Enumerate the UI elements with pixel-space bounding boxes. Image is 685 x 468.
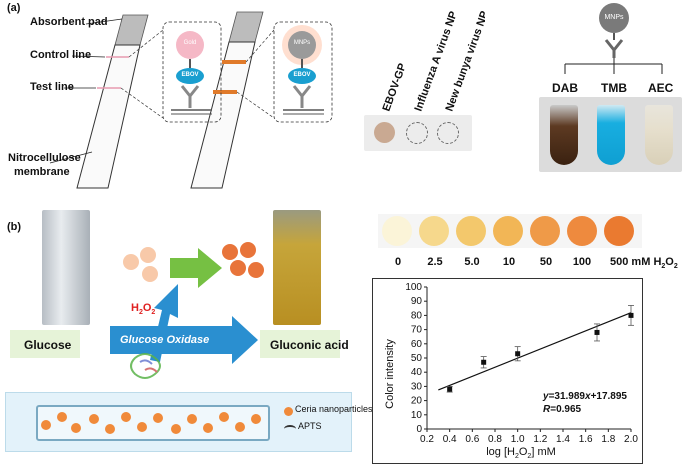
product-label: Gluconic acid (270, 338, 349, 352)
chart-r-value: R=0.965 (543, 404, 582, 415)
chart-ytick-label: 30 (411, 381, 423, 392)
swatch-3 (493, 216, 523, 246)
dot-blot-photo (364, 115, 472, 151)
chart-xtick-label: 1.8 (601, 434, 615, 445)
chart-ytick-label: 20 (411, 396, 423, 407)
substrate-tree (564, 3, 663, 74)
chart-xlabel: log [H2O2] mM (486, 446, 556, 460)
dot-positive (374, 122, 395, 143)
gold-label: Gold (183, 40, 197, 46)
swatch-1 (419, 216, 449, 246)
chart-point (594, 329, 600, 335)
substrate-aec: AEC (648, 81, 674, 95)
chart-xtick-label: 2.0 (624, 434, 638, 445)
conc-1: 2.5 (427, 256, 443, 268)
film-particles (41, 412, 261, 434)
mnps-label-zoom: MNPs (293, 40, 311, 46)
ebov-label-left: EBOV (181, 72, 199, 78)
lateral-flow-strip-1 (76, 14, 149, 189)
chart-xtick-label: 0.2 (420, 434, 434, 445)
chart-ytick-label: 80 (411, 310, 423, 321)
tube-tmb (597, 105, 625, 165)
chart-ytick-label: 50 (411, 353, 423, 364)
mnps-label-tree: MNPs (604, 14, 624, 21)
chart-ytick-label: 90 (411, 296, 423, 307)
substrate-dab: DAB (552, 81, 578, 95)
cuvette-glucose (42, 210, 90, 325)
apts-legend-icon (284, 425, 296, 433)
chart-xtick-label: 0.6 (465, 434, 479, 445)
ebov-antigen (176, 68, 204, 84)
panel-b-label: (b) (7, 221, 22, 233)
tube-aec (645, 105, 673, 165)
chart-ytick-label: 40 (411, 367, 423, 378)
swatch-2 (456, 216, 486, 246)
dot-labels: EBOV-GP Influenza A virus NP New bunya v… (381, 10, 485, 113)
chart-xtick-label: 1.4 (556, 434, 570, 445)
reaction-scheme (5, 242, 345, 400)
swatch-6 (604, 216, 634, 246)
chart-xtick-label: 0.4 (443, 434, 457, 445)
chart-point (447, 386, 453, 392)
chart-ytick-label: 0 (416, 424, 422, 435)
membrane-label-2: membrane (14, 166, 70, 178)
calibration-chart: 0 10 20 30 40 50 60 70 80 90 100 0.2 0.4 0.6 0.8 1.0 1.2… (384, 282, 638, 460)
chart-xtick-label: 0.8 (488, 434, 502, 445)
chart-point (481, 359, 487, 365)
swatch-5 (567, 216, 597, 246)
chart-ytick-label: 70 (411, 325, 423, 336)
swatch-row (378, 214, 642, 248)
ceria-legend-label: Ceria nanoparticles (295, 404, 373, 414)
dot-label-1: EBOV-GP (381, 62, 409, 113)
swatch-0 (382, 216, 412, 246)
chart-ytick-label: 100 (405, 282, 422, 293)
gold-nanoparticle (176, 31, 204, 59)
chart-ylabel: Color intensity (384, 339, 396, 409)
control-line-label: Control line (30, 49, 92, 61)
mnps-nanoparticle (288, 31, 316, 59)
conc-0: 0 (394, 256, 402, 268)
chart-xtick-label: 1.2 (533, 434, 547, 445)
film-illustration (5, 392, 352, 452)
cuvette-gluconic (273, 210, 321, 325)
conc-4: 50 (539, 256, 553, 268)
tube-dab (550, 105, 578, 165)
substrate-tmb: TMB (601, 81, 627, 95)
swatch-4 (530, 216, 560, 246)
chart-xtick-label: 1.0 (511, 434, 525, 445)
chart-point (515, 351, 521, 357)
membrane-label-1: Nitrocellulose (8, 152, 81, 164)
chart-xtick-label: 1.6 (579, 434, 593, 445)
ceria-legend-icon (284, 407, 293, 416)
apts-legend-label: APTS (298, 421, 322, 431)
chart-ytick-label: 60 (411, 339, 423, 350)
conc-5: 100 (572, 256, 592, 268)
chart-ytick-label: 10 (411, 410, 423, 421)
ebov-label-right: EBOV (293, 72, 311, 78)
film-channel (36, 405, 270, 441)
lateral-flow-strip-2 (190, 11, 264, 189)
conc-3: 10 (502, 256, 516, 268)
conc-6: 500 mM H2O2 (610, 256, 678, 271)
absorbent-pad-label: Absorbent pad (30, 16, 108, 28)
test-line-label: Test line (30, 81, 74, 93)
chart-equation: y=31.989x+17.895 (542, 391, 627, 402)
chart-point (628, 312, 634, 318)
glucose-label: Glucose (24, 338, 72, 352)
panel-a-label: (a) (7, 2, 21, 14)
chart-frame: 0 10 20 30 40 50 60 70 80 90 100 0.2 0.4 0.6 0.8 1.0 1.2… (372, 278, 643, 464)
dot-negative-1 (406, 122, 428, 144)
strip-diagram (49, 11, 333, 189)
tube-photo (539, 97, 682, 172)
h2o2-label: H2O2 (131, 302, 156, 317)
enzyme-label: Glucose Oxidase (120, 334, 210, 346)
chart-fit-line (438, 312, 632, 391)
conc-2: 5.0 (464, 256, 480, 268)
dot-negative-2 (437, 122, 459, 144)
